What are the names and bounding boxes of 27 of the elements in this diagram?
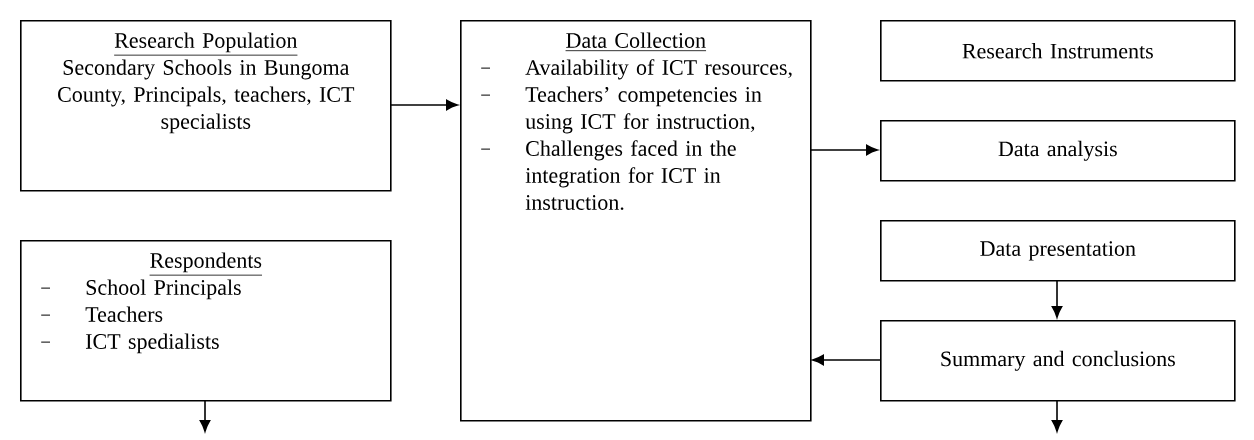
arrow [1051,279,1063,318]
arrow [1051,399,1063,432]
node-label: Data analysis [998,140,1117,161]
list-item: ICT spedialists [86,333,219,354]
list-item: School Principals [86,279,241,300]
arrow [389,99,458,111]
process-box [880,320,1236,402]
process-box [880,120,1236,182]
list-item: Challenges faced in the integration for ICT in instruction. [525,140,736,210]
text-box [20,20,392,192]
description: Secondary Schools in Bungoma County, Principals, teachers, ICT specialists [58,59,355,134]
list-item: Teachers’ competencies in using ICT for instruction, [525,86,762,134]
heading: Data Collection [565,32,707,52]
node-label: Summary and conclusions [941,350,1175,371]
arrow [809,144,878,156]
list-item: Teachers [85,306,163,322]
text-box [20,240,392,402]
process-box [880,220,1236,282]
heading: Respondents [149,252,263,276]
heading: Research Population [113,32,298,56]
node-label: Research Instruments [962,43,1153,59]
node-label: Data presentation [980,241,1136,261]
process-box [880,20,1236,82]
arrow [199,399,211,432]
arrow [812,354,881,366]
list-item: Availability of ICT resources, [525,59,792,80]
text-box [460,20,812,422]
